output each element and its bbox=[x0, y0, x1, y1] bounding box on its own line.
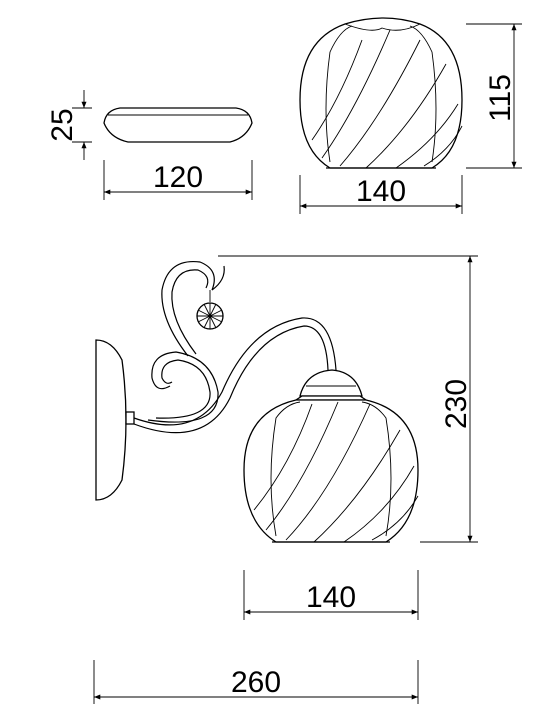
plate-height-dimension: 25 bbox=[46, 90, 92, 160]
mounting-plate-side-view bbox=[103, 107, 253, 143]
lamp-height-dimension: 230 bbox=[218, 255, 478, 543]
total-width-label: 260 bbox=[231, 666, 281, 699]
shade-height-label: 115 bbox=[484, 74, 517, 122]
lamp-height-label: 230 bbox=[440, 379, 473, 429]
lamp-arm bbox=[133, 260, 337, 434]
shade-height-dimension: 115 bbox=[466, 23, 522, 169]
shade-holder bbox=[293, 369, 369, 401]
shade-width-label-top: 140 bbox=[356, 175, 406, 208]
total-width-dimension: 260 bbox=[93, 660, 419, 704]
shade-width-label-front: 140 bbox=[306, 581, 356, 614]
plate-width-label: 120 bbox=[153, 161, 203, 194]
plate-height-label: 25 bbox=[46, 108, 79, 141]
crystal-pendant bbox=[196, 302, 224, 330]
wall-backplate bbox=[95, 339, 135, 501]
shade-front-view bbox=[243, 399, 419, 543]
shade-side-view bbox=[299, 17, 463, 169]
shade-width-dimension-front: 140 bbox=[243, 570, 419, 620]
plate-width-dimension: 120 bbox=[103, 160, 253, 200]
shade-width-dimension-top: 140 bbox=[299, 175, 463, 214]
